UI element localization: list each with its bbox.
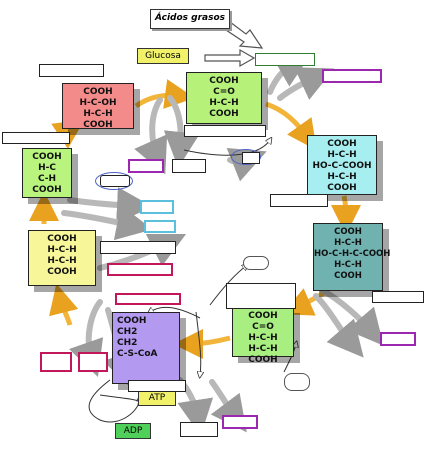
fatty-acids-label: Ácidos grasos (150, 9, 230, 29)
answer-box[interactable] (78, 352, 108, 372)
answer-box[interactable] (222, 415, 258, 429)
answer-box[interactable] (40, 352, 72, 372)
answer-box[interactable] (107, 263, 173, 276)
answer-box[interactable] (172, 159, 206, 173)
answer-box[interactable] (284, 373, 310, 391)
malate-box: COOH H-C-OH H-C-H COOH (62, 83, 134, 130)
answer-box[interactable] (144, 220, 176, 233)
answer-box[interactable] (100, 175, 130, 187)
blue-oval-left (95, 172, 133, 190)
answer-box[interactable] (2, 132, 70, 144)
answer-box[interactable] (243, 256, 269, 270)
answer-box[interactable] (128, 159, 164, 173)
isocitrate-box: COOH H-C-H HO-C-H-C-COOH H-C-H COOH (313, 223, 390, 291)
answer-box[interactable] (180, 422, 218, 437)
oxaloacetate-box: COOH C=O H-C-H COOH (186, 72, 262, 124)
glucose-label: Glucosa (137, 48, 189, 64)
succinyl-coa-box: COOH CH2 CH2 C-S-CoA (112, 312, 180, 384)
succinate-box: COOH H-C-H H-C-H COOH (28, 230, 96, 286)
answer-box[interactable] (255, 53, 315, 66)
answer-box[interactable] (242, 152, 260, 164)
answer-box[interactable] (128, 380, 186, 392)
adp-label: ADP (115, 423, 151, 439)
answer-box[interactable] (372, 291, 424, 303)
answer-box[interactable] (100, 241, 176, 254)
answer-box[interactable] (115, 293, 181, 305)
alpha-ketoglutarate-box: COOH C=O H-C-H H-C-H COOH (232, 307, 294, 365)
input-arrows (204, 21, 264, 68)
blue-oval-right (231, 149, 261, 165)
citrate-box: COOH H-C-H HO-C-COOH H-C-H COOH (307, 135, 377, 195)
answer-box[interactable] (140, 200, 174, 214)
fumarate-box: COOH H-C C-H COOH (22, 148, 72, 198)
answer-box[interactable] (184, 125, 266, 137)
answer-box[interactable] (270, 194, 328, 207)
answer-box[interactable] (226, 283, 296, 309)
answer-box[interactable] (380, 332, 416, 346)
answer-box[interactable] (322, 69, 382, 83)
answer-box[interactable] (39, 64, 104, 77)
atp-label: ATP (138, 390, 176, 406)
